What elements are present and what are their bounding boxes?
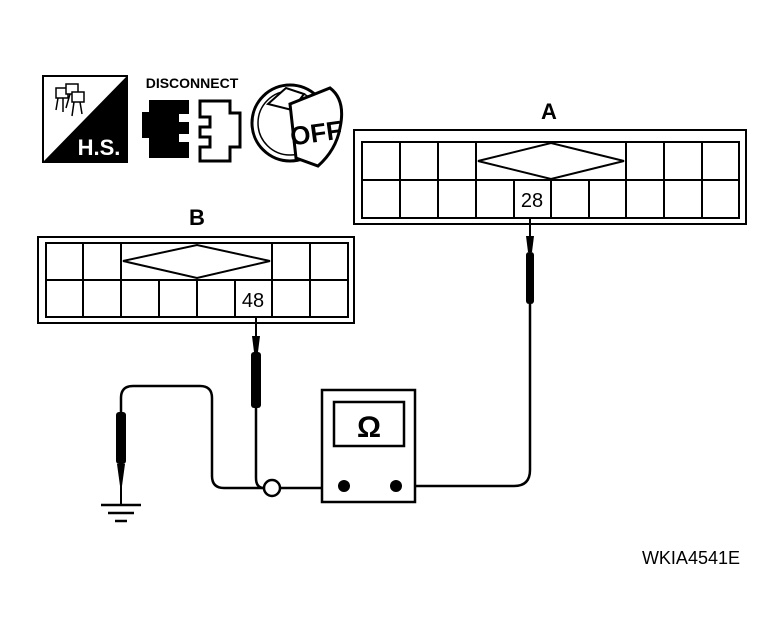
connector-b: B 48 bbox=[37, 205, 355, 324]
connector-b-key bbox=[122, 243, 271, 280]
connector-a: A 28 bbox=[353, 99, 747, 225]
ground-icon bbox=[101, 503, 141, 523]
connector-a-label: A bbox=[541, 99, 557, 124]
wire-junction bbox=[262, 478, 282, 498]
connector-plug-icon bbox=[149, 100, 189, 158]
figure-id: WKIA4541E bbox=[642, 548, 740, 568]
ignition-off-label: OFF bbox=[288, 115, 344, 152]
harness-side-icon: H.S. bbox=[42, 75, 128, 163]
ohm-symbol: Ω bbox=[357, 411, 381, 444]
probe-a bbox=[526, 218, 534, 470]
wires bbox=[119, 384, 532, 490]
probe-b bbox=[251, 317, 261, 478]
connector-a-key bbox=[477, 141, 625, 181]
ground-probe bbox=[116, 412, 126, 504]
disconnect-label: DISCONNECT bbox=[146, 75, 239, 91]
meter-terminal-right bbox=[390, 480, 402, 492]
meter-terminal-left bbox=[338, 480, 350, 492]
harness-side-label: H.S. bbox=[78, 135, 121, 160]
connector-a-terminal: 28 bbox=[521, 190, 543, 212]
connector-b-terminal: 48 bbox=[242, 290, 264, 312]
disconnect-icon: DISCONNECT bbox=[142, 75, 242, 163]
connector-socket-icon bbox=[198, 99, 242, 163]
ohmmeter: Ω bbox=[320, 388, 417, 504]
ignition-off-icon: OFF bbox=[250, 83, 344, 168]
connector-b-label: B bbox=[189, 205, 205, 230]
